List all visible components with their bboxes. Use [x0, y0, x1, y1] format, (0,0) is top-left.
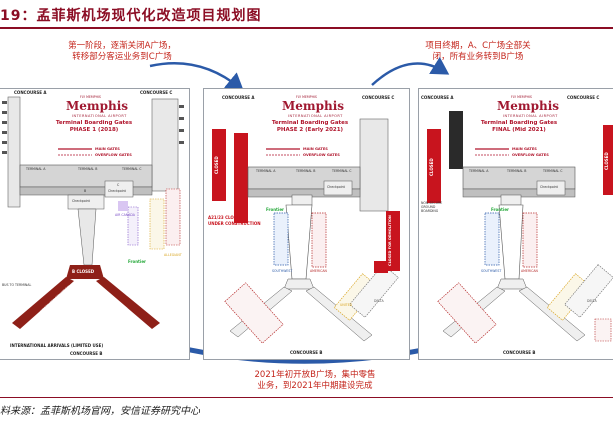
label-terminal-a: TERMINAL A	[256, 169, 276, 173]
footer-rule	[0, 397, 613, 398]
label-closed: CLOSED	[214, 156, 219, 174]
label-american: AMERICAN	[310, 269, 327, 273]
note-bottom: 2021年初开放B广场，集中零售 业务，到2021年中期建设完成	[235, 370, 395, 392]
label-american: AMERICAN	[521, 269, 538, 273]
label-concourse-a: CONCOURSE A	[421, 95, 454, 100]
label-non-secure: NON-SECURE GROUND BOARDING	[421, 201, 443, 213]
brand-top: FLY MEMPHIS	[80, 95, 101, 99]
label-terminal-c: TERMINAL C	[122, 167, 142, 171]
label-allegiant: ALLEGIANT	[164, 253, 182, 257]
label-southwest: SOUTHWEST	[481, 269, 502, 273]
label-checkpoint: Checkpoint	[327, 185, 345, 189]
panel-title-line: PHASE 1 (2018)	[69, 127, 119, 133]
label-terminal-b: TERMINAL B	[78, 167, 98, 171]
label-concourse-b: CONCOURSE B	[70, 351, 103, 356]
panel-title: Terminal Boarding Gates PHASE 2 (Early 2…	[258, 120, 362, 134]
title-rule	[0, 27, 613, 29]
label-frontier: Frontier	[128, 259, 147, 264]
figure-title: 19：孟菲斯机场现代化改造项目规划图	[0, 0, 613, 28]
label-concourse-b: CONCOURSE B	[503, 350, 536, 355]
note-line: 闭，所有业务转到B广场	[432, 52, 524, 62]
label-checkpoint: Checkpoint	[540, 185, 558, 189]
panel-title: Terminal Boarding Gates FINAL (Mid 2021)	[467, 120, 571, 134]
panel-title: Terminal Boarding Gates PHASE 1 (2018)	[44, 120, 144, 134]
label-delta: DELTA	[374, 299, 384, 303]
label-terminal-b: TERMINAL B	[296, 169, 316, 173]
label-b: B	[84, 189, 87, 193]
label-united: UNITED	[340, 303, 353, 307]
label-terminal-a: TERMINAL A	[469, 169, 489, 173]
brand-top: FLY MEMPHIS	[296, 95, 317, 99]
panel-title-line: FINAL (Mid 2021)	[492, 127, 546, 133]
label-concourse-a: CONCOURSE A	[14, 90, 47, 95]
legend-main: MAIN GATES	[303, 147, 328, 151]
map-phase-1	[2, 96, 184, 329]
label-c: C	[117, 183, 120, 187]
source-note: 料来源：孟菲斯机场官网，安信证券研究中心	[0, 406, 200, 417]
panel-phase-2: FLY MEMPHIS Memphis INTERNATIONAL AIRPOR…	[203, 88, 410, 360]
note-line: 第一阶段，逐渐关闭A广场，	[68, 41, 176, 51]
label-a-closed: A21/23 CLOSED	[208, 215, 243, 220]
label-checkpoint-b: Checkpoint	[72, 199, 90, 203]
note-top-right: 项目终期，A、C广场全部关 闭，所有业务转到B广场	[418, 41, 538, 63]
label-concourse-a: CONCOURSE A	[222, 95, 255, 100]
panel-title-line: Terminal Boarding Gates	[55, 120, 133, 126]
brand-top: FLY MEMPHIS	[511, 95, 532, 99]
brand-sub: INTERNATIONAL AIRPORT	[503, 114, 558, 118]
panel-title-line: PHASE 2 (Early 2021)	[276, 127, 344, 133]
note-top-left: 第一阶段，逐渐关闭A广场， 转移部分客运业务到C广场	[62, 41, 182, 63]
figure-title-text: 19：孟菲斯机场现代化改造项目规划图	[0, 8, 262, 24]
panel-phase-1: FLY MEMPHIS Memphis INTERNATIONAL AIRPOR…	[0, 88, 190, 360]
label-closed-c: CLOSED	[604, 152, 609, 170]
label-concourse-c: CONCOURSE C	[362, 95, 395, 100]
label-terminal-b: TERMINAL B	[507, 169, 527, 173]
label-terminal-c: TERMINAL C	[543, 169, 563, 173]
note-line: 转移部分客运业务到C广场	[72, 52, 172, 62]
label-a-under-construction: UNDER CONSTRUCTION	[208, 221, 261, 226]
label-concourse-b: CONCOURSE B	[290, 350, 323, 355]
legend-main: MAIN GATES	[95, 147, 120, 151]
panel-final: FLY MEMPHIS Memphis INTERNATIONAL AIRPOR…	[418, 88, 613, 360]
label-concourse-c: CONCOURSE C	[140, 90, 173, 95]
label-checkpoint-c: Checkpoint	[108, 189, 126, 193]
label-frontier: Frontier	[266, 207, 285, 212]
label-closed-a: CLOSED	[429, 158, 434, 176]
label-terminal-c: TERMINAL C	[332, 169, 352, 173]
brand-sub: INTERNATIONAL AIRPORT	[288, 114, 343, 118]
arrow-phase1-to-phase2	[149, 62, 244, 92]
legend-overflow: OVERFLOW GATES	[303, 153, 340, 157]
map-final	[427, 111, 613, 344]
label-concourse-c: CONCOURSE C	[567, 95, 600, 100]
memphis-logo-text: Memphis	[66, 99, 129, 113]
legend-overflow: OVERFLOW GATES	[95, 153, 132, 157]
label-air-canada: AIR CANADA	[115, 213, 135, 217]
panel-title-line: Terminal Boarding Gates	[480, 120, 558, 126]
label-delta: DELTA	[587, 299, 597, 303]
label-southwest: SOUTHWEST	[272, 269, 293, 273]
note-line: 业务，到2021年中期建设完成	[257, 381, 373, 391]
memphis-logo-text: Memphis	[282, 99, 345, 113]
legend-overflow: OVERFLOW GATES	[512, 153, 549, 157]
label-closed-demolition: CLOSED FOR DEMOLITION	[388, 215, 392, 267]
label-b-closed: B CLOSED	[72, 269, 95, 274]
legend-main: MAIN GATES	[512, 147, 537, 151]
note-line: 项目终期，A、C广场全部关	[425, 41, 531, 51]
memphis-logo-text: Memphis	[497, 99, 560, 113]
map-phase-2	[212, 118, 400, 344]
panel-title-line: Terminal Boarding Gates	[271, 120, 349, 126]
arrow-phase2-to-final	[371, 56, 450, 86]
label-bus: BUS TO TERMINAL	[2, 283, 32, 287]
label-international: INTERNATIONAL ARRIVALS (LIMITED USE)	[10, 343, 104, 348]
brand-sub: INTERNATIONAL AIRPORT	[72, 114, 127, 118]
label-frontier: Frontier	[491, 207, 510, 212]
note-line: 2021年初开放B广场，集中零售	[254, 370, 376, 380]
label-terminal-a: TERMINAL A	[26, 167, 46, 171]
